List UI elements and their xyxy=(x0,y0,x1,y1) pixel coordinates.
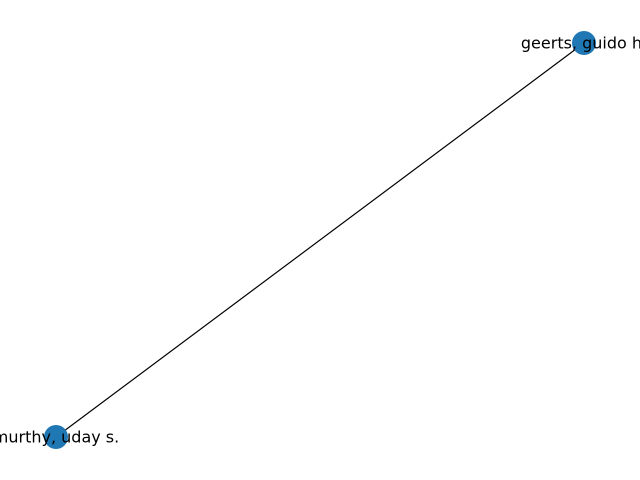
nodes-layer xyxy=(44,31,596,449)
edges-layer xyxy=(55,42,585,438)
edge-geerts-murthy xyxy=(55,42,585,438)
node-label-geerts: geerts, guido h. xyxy=(521,34,640,53)
node-label-murthy: murthy, uday s. xyxy=(0,428,119,447)
node-murthy[interactable] xyxy=(44,425,68,449)
labels-layer: geerts, guido h. murthy, uday s. xyxy=(0,34,640,447)
node-geerts[interactable] xyxy=(572,31,596,55)
